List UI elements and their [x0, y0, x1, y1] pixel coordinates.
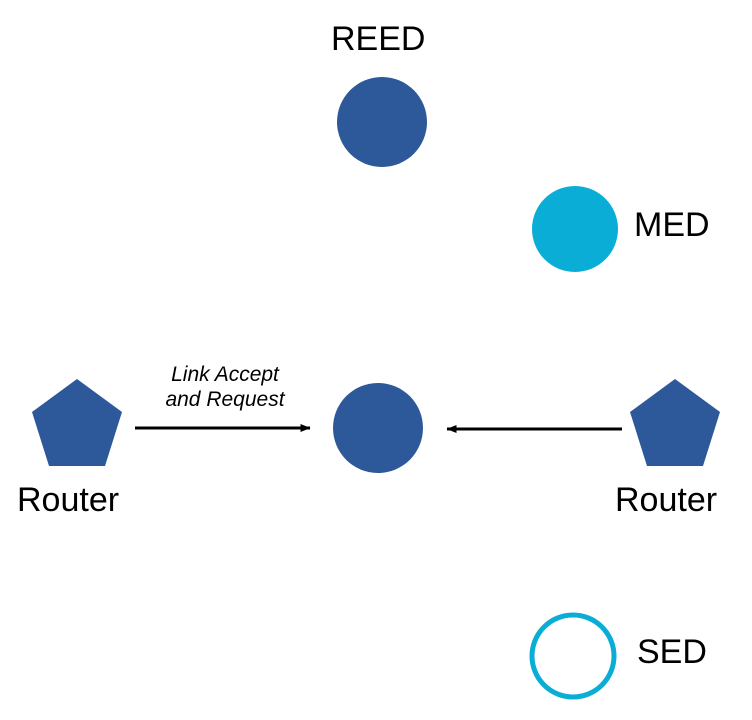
node-router-right-pentagon[interactable]	[630, 379, 720, 466]
node-sed-circle[interactable]	[529, 612, 617, 700]
edge-label-line-1: Link Accept	[171, 363, 279, 386]
node-label-med: MED	[634, 206, 710, 244]
node-label-router-right: Router	[615, 481, 718, 519]
node-label-sed: SED	[637, 633, 707, 671]
edge-label-line-2: and Request	[165, 388, 285, 411]
node-label-router-left: Router	[17, 481, 120, 519]
node-label-reed: REED	[331, 20, 426, 58]
node-router-left-pentagon[interactable]	[32, 379, 122, 466]
node-reed-circle[interactable]	[337, 77, 427, 167]
node-leader-circle[interactable]	[333, 383, 423, 473]
edge-label-link-accept-request: Link Accept and Request	[132, 362, 318, 412]
node-med-circle[interactable]	[532, 186, 618, 272]
